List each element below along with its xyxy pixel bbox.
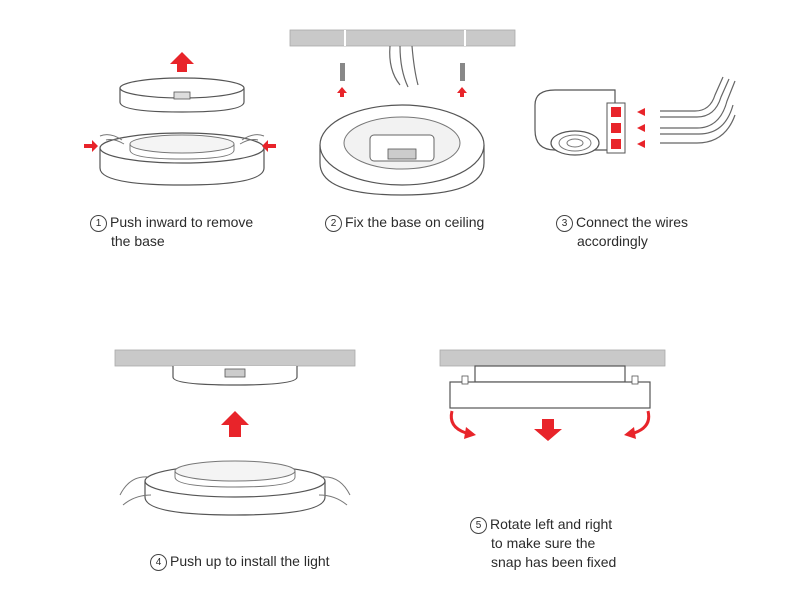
base-plate bbox=[119, 77, 245, 113]
step-4-illustration bbox=[114, 345, 375, 525]
up-arrow-icon bbox=[221, 411, 249, 437]
screw-icon bbox=[340, 63, 465, 81]
step-number-badge: 1 bbox=[90, 215, 107, 232]
lamp-body bbox=[449, 365, 651, 409]
step-number-badge: 4 bbox=[150, 554, 167, 571]
step-5-illustration bbox=[439, 345, 670, 455]
step-2-illustration bbox=[289, 25, 520, 205]
wires bbox=[389, 45, 419, 88]
down-arrow-icon bbox=[534, 419, 562, 441]
hands-icon bbox=[119, 476, 351, 506]
push-in-arrow-icon bbox=[84, 140, 276, 152]
step-3-illustration bbox=[525, 75, 736, 185]
up-arrow-icon bbox=[337, 87, 467, 97]
lamp-body bbox=[144, 460, 326, 516]
up-arrow-icon bbox=[170, 52, 194, 72]
wires bbox=[660, 76, 736, 144]
lamp-body bbox=[99, 132, 265, 186]
ceiling-base bbox=[319, 104, 485, 196]
wire-arrow-icon bbox=[637, 108, 645, 148]
hands-icon bbox=[99, 134, 265, 145]
ceiling bbox=[439, 349, 666, 367]
ceiling bbox=[114, 349, 356, 367]
rotate-left-arrow-icon bbox=[449, 410, 476, 439]
step-number-badge: 3 bbox=[556, 215, 573, 232]
ceiling-base bbox=[172, 366, 298, 386]
ceiling bbox=[289, 29, 516, 47]
step-1-illustration bbox=[70, 40, 290, 200]
step-number-badge: 2 bbox=[325, 215, 342, 232]
rotate-right-arrow-icon bbox=[624, 410, 651, 439]
terminal-block bbox=[534, 89, 626, 156]
step-number-badge: 5 bbox=[470, 517, 487, 534]
